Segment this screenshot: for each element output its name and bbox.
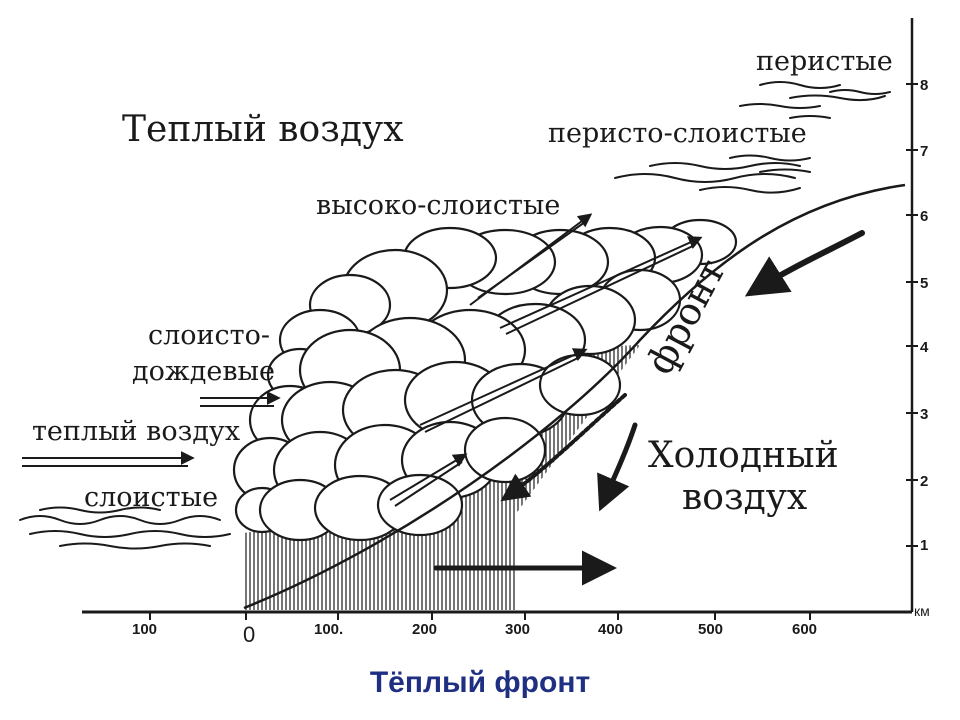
cloud-streak xyxy=(759,168,811,173)
altostratus-label: высоко-слоистые xyxy=(316,190,561,221)
y-tick-label: 5 xyxy=(920,275,929,292)
cloud-streak xyxy=(789,94,886,102)
cold-air-label-line1: Холодный xyxy=(648,435,839,476)
diagram-caption: Тёплый фронт xyxy=(369,666,591,699)
cloud-streak xyxy=(699,186,801,194)
y-tick-label: 8 xyxy=(920,77,929,94)
x-tick-label: 200 xyxy=(412,621,438,638)
y-tick-label: 4 xyxy=(920,339,929,356)
x-tick-label: 400 xyxy=(598,621,624,638)
cold-air-arrows xyxy=(433,230,865,586)
cloud-streak xyxy=(649,162,801,170)
x-tick-label: 100. xyxy=(314,621,344,638)
cirrostratus-label: перисто-слоистые xyxy=(548,118,807,149)
y-tick-label: 1 xyxy=(920,537,929,554)
cloud-streak xyxy=(739,103,821,109)
x-tick-label: 600 xyxy=(792,621,818,638)
distance-axis-ticks xyxy=(149,612,811,620)
cold-air-label-line2: воздух xyxy=(682,477,808,518)
y-tick-label: 7 xyxy=(920,143,929,160)
cloud-puff xyxy=(463,416,547,484)
thin-cloud-streaks xyxy=(19,81,891,550)
y-tick-label: 6 xyxy=(920,208,929,225)
cloud-streak xyxy=(759,81,841,89)
updraft-arrows xyxy=(389,213,703,507)
cloud-mass xyxy=(232,218,738,542)
x-tick-label: 300 xyxy=(505,621,531,638)
warm-inflow-label: теплый воздух xyxy=(32,416,241,447)
y-tick-label: 3 xyxy=(920,406,929,423)
y-tick-label: 2 xyxy=(920,473,929,490)
cloud-puff xyxy=(376,473,464,537)
stratus-label: слоистые xyxy=(84,482,219,513)
cloud-streak xyxy=(19,515,221,525)
cloud-streak xyxy=(614,173,796,183)
cloud-streak xyxy=(829,89,891,95)
front-surface-line xyxy=(243,183,906,610)
cloud-streak xyxy=(29,530,231,538)
x-tick-label: 0 xyxy=(243,622,256,647)
cloud-streak xyxy=(59,542,211,550)
cirrus-label: перистые xyxy=(756,46,893,77)
height-axis-ticks xyxy=(906,83,918,547)
x-tick-label: 500 xyxy=(698,621,724,638)
warm-air-title: Теплый воздух xyxy=(122,109,404,150)
nimbostratus-label-line2: дождевые xyxy=(132,356,275,387)
warm-inflow-arrows xyxy=(22,391,281,467)
x-axis-unit: км xyxy=(914,603,930,619)
nimbostratus-label-line1: слоисто- xyxy=(148,320,270,351)
x-tick-label: 100 xyxy=(132,621,158,638)
cloud-streak xyxy=(789,115,831,119)
cloud-streak xyxy=(39,506,161,514)
cloud-streak xyxy=(729,154,811,162)
